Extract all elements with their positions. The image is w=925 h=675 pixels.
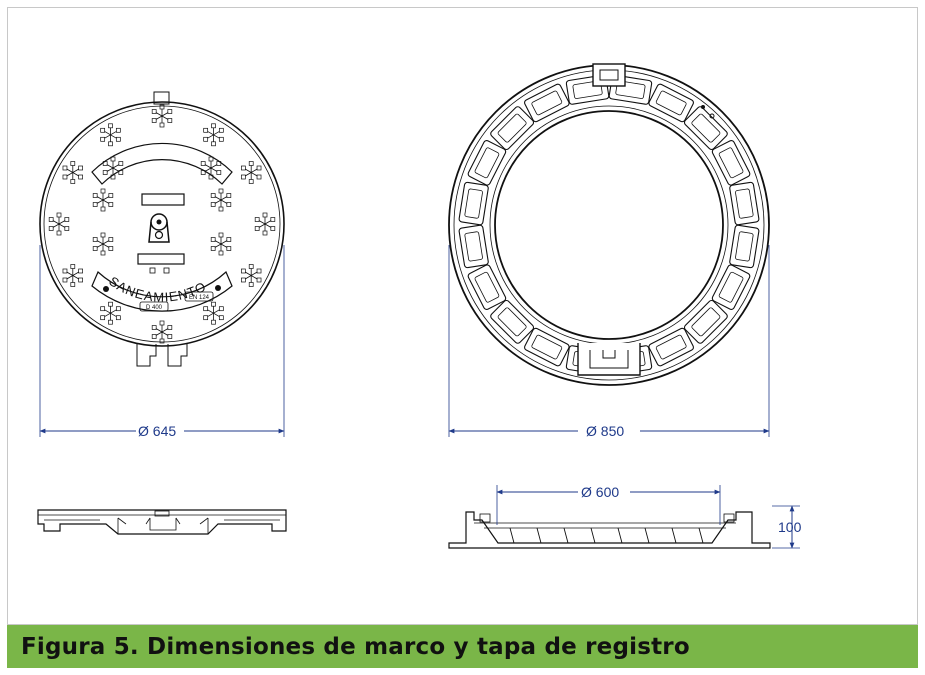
cover-slot-upper [141, 193, 185, 206]
frame-pocket [729, 224, 760, 269]
keyhole-icon [148, 213, 170, 243]
dimension-frame-height: 100 [772, 505, 802, 549]
cover-ornament-star [100, 301, 121, 325]
frame-pocket [467, 140, 507, 186]
frame-rib [698, 527, 704, 544]
frame-rib [671, 527, 677, 544]
cover-ornament-star [151, 104, 173, 128]
cover-slot-lower [137, 253, 185, 265]
frame-pocket [524, 83, 570, 123]
frame-pocket [458, 181, 489, 226]
frame-pocket [524, 327, 570, 367]
frame-outer-diameter-label: Ø 850 [586, 423, 624, 439]
stamp-standard: EN 124 [189, 295, 210, 301]
frame-rib [563, 527, 569, 544]
cover-side-view [37, 509, 287, 535]
technical-drawing: SANEAMIENTO D 400 EN 124 Ø 645 [37, 63, 802, 549]
caption-bar: Figura 5. Dimensiones de marco y tapa de… [7, 625, 918, 668]
frame-pocket [683, 299, 728, 344]
frame-pocket [490, 106, 535, 151]
frame-pocket [490, 299, 535, 344]
cover-ornament-star [62, 161, 83, 184]
frame-pocket [683, 106, 728, 151]
dimension-frame-outer-diameter: Ø 850 [448, 245, 770, 439]
frame-pocket [648, 83, 694, 123]
cover-top-view: SANEAMIENTO D 400 EN 124 [39, 91, 285, 367]
frame-pocket [711, 264, 751, 310]
frame-rib [590, 527, 596, 544]
cover-ornament-star [203, 301, 224, 325]
cover-ornament-star [210, 232, 232, 256]
frame-inner-diameter-label: Ø 600 [581, 484, 619, 500]
figure-caption: Figura 5. Dimensiones de marco y tapa de… [21, 633, 690, 660]
frame-rib [536, 527, 542, 544]
dimension-frame-inner-diameter: Ø 600 [496, 484, 721, 525]
cover-ornament-star [241, 161, 262, 184]
figure-frame [7, 7, 918, 625]
cover-ornament-star [92, 188, 114, 212]
frame-pocket [729, 181, 760, 226]
frame-top-view [448, 63, 770, 386]
frame-pocket [648, 327, 694, 367]
cover-ornament-star [151, 320, 173, 344]
cover-ornament-star [62, 264, 83, 287]
frame-rib [617, 527, 623, 544]
stamp-load-class: D 400 [146, 305, 163, 311]
dimension-cover-diameter: Ø 645 [39, 245, 285, 439]
cover-ornament-star [92, 232, 114, 256]
cover-ornament-star [200, 156, 222, 180]
frame-side-view [448, 511, 771, 549]
cover-ornament-star [241, 264, 262, 287]
cover-diameter-label: Ø 645 [138, 423, 176, 439]
frame-pocket [711, 140, 751, 186]
cover-ornament-star [100, 123, 121, 147]
frame-height-label: 100 [778, 519, 802, 535]
frame-rib [644, 527, 650, 544]
cover-ornament-star [254, 212, 276, 236]
cover-ornament-star [210, 188, 232, 212]
cover-ornament-star [203, 123, 224, 147]
frame-pocket [467, 264, 507, 310]
frame-pocket [458, 224, 489, 269]
frame-rib [509, 527, 515, 544]
cover-ornament-star [48, 212, 70, 236]
cover-ornament-star [102, 156, 124, 180]
